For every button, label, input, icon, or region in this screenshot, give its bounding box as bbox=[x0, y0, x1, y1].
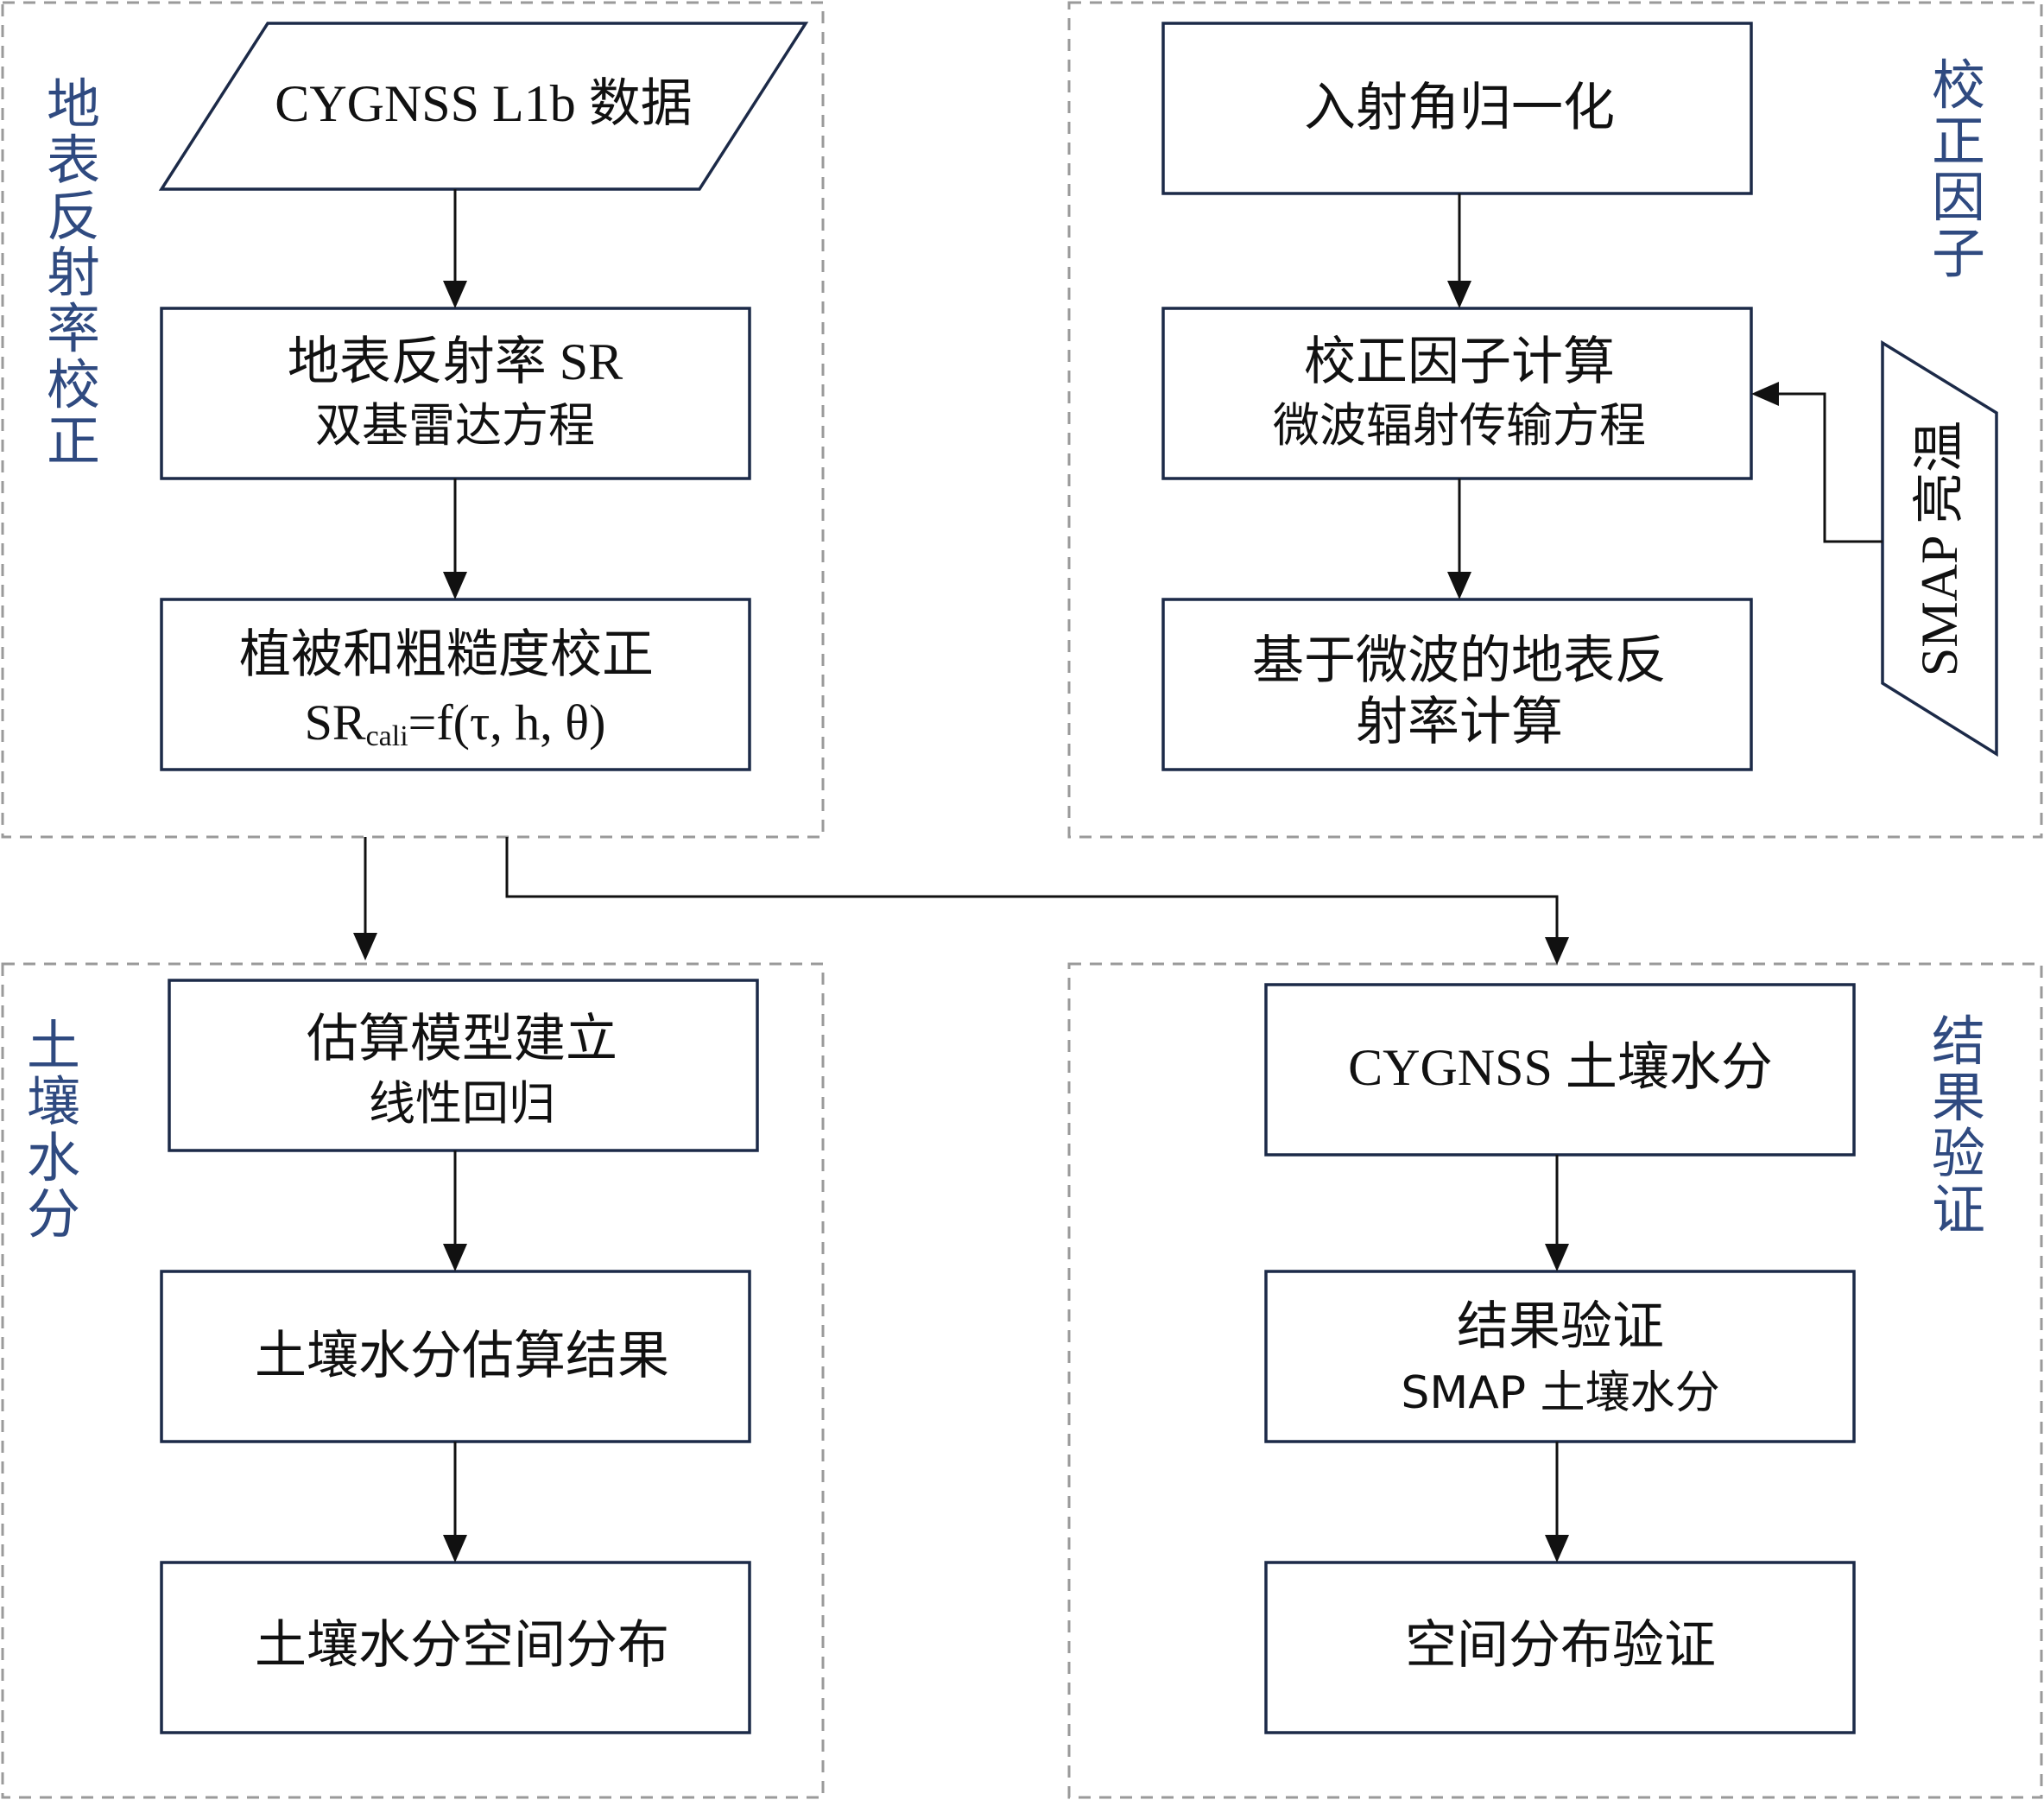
formula-subscript: cali bbox=[366, 720, 408, 752]
arrow-to-cygnss-soil-moisture bbox=[505, 837, 1569, 965]
panel-label-char: 果 bbox=[1932, 1069, 1985, 1128]
node-smap-brightness-temperature: SMAP 亮温 bbox=[1881, 339, 1998, 757]
arrow-smap-to-factor bbox=[1751, 382, 1883, 543]
arrow-normalization-to-factor bbox=[1447, 193, 1471, 308]
arrow-estimate-to-distribution bbox=[443, 1442, 467, 1562]
node-microwave-reflectivity-calc: 基于微波的地表反 射率计算 bbox=[1161, 598, 1753, 771]
node-soil-moisture-estimate: 土壤水分估算结果 bbox=[160, 1270, 751, 1443]
panel-result-validation bbox=[1067, 962, 2043, 1799]
process-box bbox=[1264, 983, 1856, 1157]
node-spatial-validation: 空间分布验证 bbox=[1264, 1561, 1856, 1734]
node-incidence-angle-normalization: 入射角归一化 bbox=[1161, 22, 1753, 195]
node-vegetation-roughness-correction: 植被和粗糙度校正 SRcali=f(τ, h, θ) bbox=[160, 598, 751, 771]
arrow-cygnss-to-validation bbox=[1545, 1155, 1569, 1271]
node-label: SMAP 亮温 bbox=[1911, 421, 1968, 676]
arrow-to-soil-moisture-model bbox=[353, 837, 377, 960]
process-box bbox=[168, 979, 759, 1152]
node-label: CYGNSS L1b 数据 bbox=[275, 75, 692, 132]
node-result-validation: 结果验证 SMAP 土壤水分 bbox=[1264, 1270, 1856, 1443]
node-correction-factor-calc: 校正因子计算 微波辐射传输方程 bbox=[1161, 307, 1753, 480]
node-label-line2: 射率计算 bbox=[1356, 694, 1563, 751]
arrow-sr-to-correction bbox=[443, 479, 467, 599]
panel-label-char: 表 bbox=[47, 132, 100, 191]
process-box bbox=[160, 1561, 751, 1734]
process-box bbox=[1161, 307, 1753, 480]
arrow-input-to-sr bbox=[443, 189, 467, 308]
process-box bbox=[160, 598, 751, 771]
node-label-line1: 基于微波的地表反 bbox=[1252, 632, 1667, 689]
panel-label-char: 水 bbox=[27, 1130, 80, 1188]
panel-correction-factor bbox=[1067, 1, 2043, 839]
process-box bbox=[160, 1270, 751, 1443]
node-cygnss-soil-moisture: CYGNSS 土壤水分 bbox=[1264, 983, 1856, 1157]
panel-label-char: 率 bbox=[47, 301, 100, 359]
panel-label-char: 正 bbox=[1932, 113, 1985, 172]
node-label-line1: 植被和粗糙度校正 bbox=[239, 626, 654, 683]
node-label-line2: 双基雷达方程 bbox=[315, 400, 595, 452]
arrow-validation-to-spatial bbox=[1545, 1442, 1569, 1562]
formula-rest: =f(τ, h, θ) bbox=[408, 694, 606, 751]
formula-main: SR bbox=[305, 694, 366, 751]
panel-label-char: 校 bbox=[1932, 57, 1985, 116]
process-box bbox=[1161, 22, 1753, 195]
node-label-line1: 校正因子计算 bbox=[1304, 333, 1615, 390]
panel-label-surface-reflectivity: 地 表 反 射 率 校 正 bbox=[47, 76, 100, 472]
panel-label-char: 校 bbox=[47, 357, 100, 415]
panel-label-result-validation: 结 果 验 证 bbox=[1932, 1013, 1985, 1240]
panel-label-char: 子 bbox=[1932, 225, 1985, 284]
node-label-line2: 微波辐射传输方程 bbox=[1273, 400, 1646, 452]
panel-surface-reflectivity bbox=[1, 1, 825, 839]
panel-label-char: 证 bbox=[1932, 1182, 1985, 1240]
process-box bbox=[1264, 1561, 1856, 1734]
panel-label-soil-moisture: 土 壤 水 分 bbox=[27, 1017, 80, 1245]
input-parallelogram bbox=[158, 22, 809, 191]
panel-label-char: 验 bbox=[1932, 1125, 1985, 1184]
panel-label-char: 壤 bbox=[27, 1074, 80, 1132]
node-label: 空间分布验证 bbox=[1405, 1617, 1716, 1674]
panel-soil-moisture bbox=[1, 962, 825, 1799]
panel-label-correction-factor: 校 正 因 子 bbox=[1932, 57, 1985, 284]
node-label-line1: 估算模型建立 bbox=[307, 1011, 617, 1068]
panel-label-char: 土 bbox=[27, 1017, 80, 1076]
node-label: 入射角归一化 bbox=[1304, 79, 1615, 136]
node-label-line1: 结果验证 bbox=[1457, 1298, 1664, 1355]
node-label-line1: 地表反射率 SR bbox=[288, 333, 623, 390]
panel-label-char: 正 bbox=[47, 413, 100, 472]
panel-label-char: 分 bbox=[27, 1186, 80, 1245]
arrow-model-to-estimate bbox=[443, 1150, 467, 1271]
correction-formula: SRcali=f(τ, h, θ) bbox=[305, 694, 606, 752]
panel-label-char: 地 bbox=[47, 76, 100, 135]
panel-label-char: 反 bbox=[47, 188, 100, 247]
panel-label-char: 因 bbox=[1932, 169, 1985, 228]
panel-label-char: 射 bbox=[47, 244, 100, 303]
panel-label-char: 结 bbox=[1932, 1013, 1985, 1072]
process-box bbox=[1161, 598, 1753, 771]
node-label-line2: SMAP 土壤水分 bbox=[1401, 1367, 1719, 1419]
process-box bbox=[1264, 1270, 1856, 1443]
node-soil-moisture-distribution: 土壤水分空间分布 bbox=[160, 1561, 751, 1734]
node-label: CYGNSS 土壤水分 bbox=[1348, 1039, 1773, 1096]
node-surface-reflectivity-sr: 地表反射率 SR 双基雷达方程 bbox=[160, 307, 751, 480]
node-label-line2: 线性回归 bbox=[369, 1078, 555, 1130]
node-estimation-model: 估算模型建立 线性回归 bbox=[168, 979, 759, 1152]
node-label: 土壤水分估算结果 bbox=[255, 1328, 669, 1385]
arrow-factor-to-reflectivity bbox=[1447, 479, 1471, 599]
node-cygnss-l1b-data: CYGNSS L1b 数据 bbox=[158, 22, 809, 191]
input-parallelogram bbox=[1881, 339, 1998, 757]
node-label: 土壤水分空间分布 bbox=[255, 1617, 669, 1674]
